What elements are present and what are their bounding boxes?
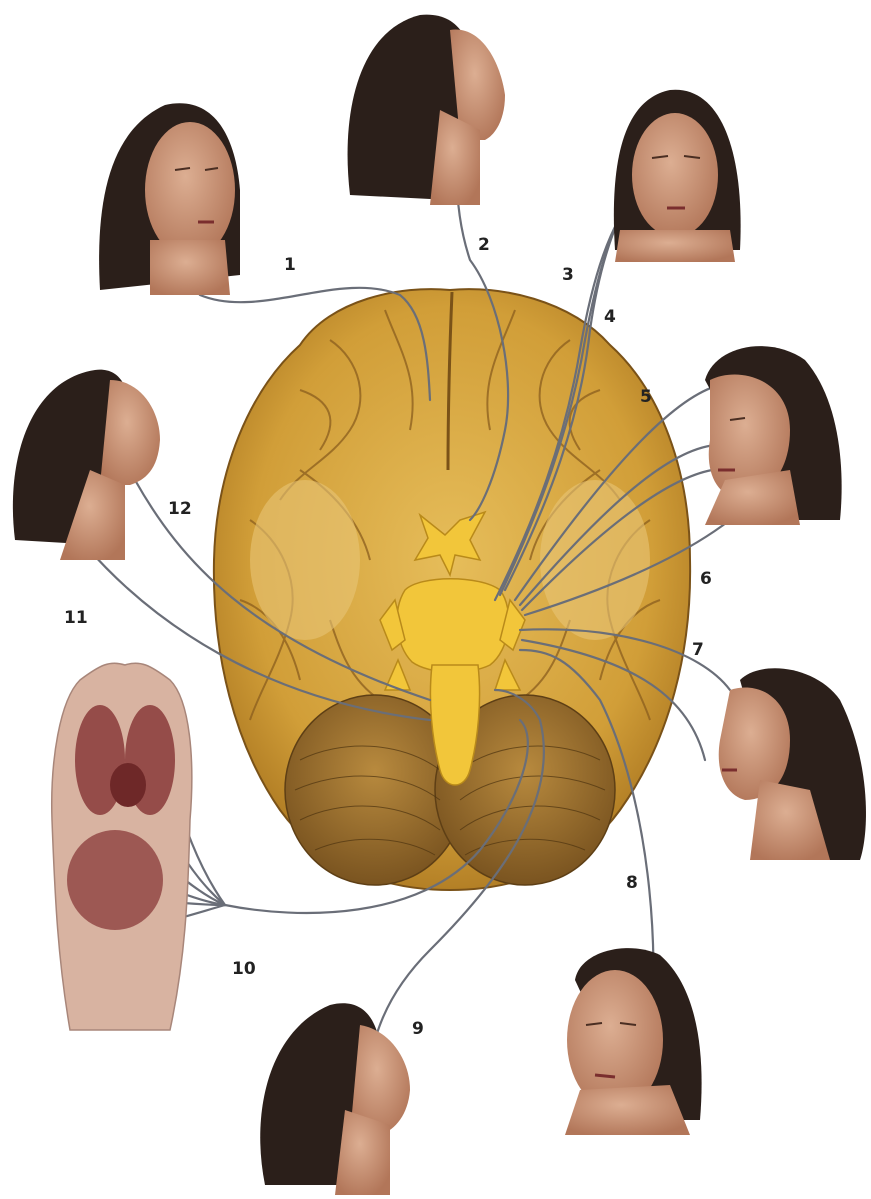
face-3 (614, 90, 741, 262)
label-3: 3 (562, 265, 574, 285)
label-2: 2 (478, 235, 490, 255)
label-11: 11 (64, 608, 88, 628)
face-7 (719, 668, 866, 860)
label-7: 7 (692, 640, 704, 660)
label-12: 12 (168, 499, 192, 519)
label-6: 6 (700, 569, 712, 589)
face-5-6 (705, 346, 842, 525)
face-2 (348, 15, 505, 205)
label-8: 8 (626, 873, 638, 893)
face-1 (99, 103, 240, 295)
left-temporal-lobe (250, 480, 360, 640)
abdominal-organs (67, 830, 163, 930)
face-11-12 (13, 370, 160, 560)
torso-10 (52, 663, 192, 1030)
label-5: 5 (640, 387, 652, 407)
face-8 (565, 948, 702, 1135)
pons (397, 579, 509, 672)
right-temporal-lobe (540, 480, 650, 640)
label-10: 10 (232, 959, 256, 979)
heart (110, 763, 146, 807)
label-1: 1 (284, 255, 296, 275)
label-4: 4 (604, 307, 616, 327)
label-9: 9 (412, 1019, 424, 1039)
brain (214, 289, 690, 890)
face-9 (260, 1003, 410, 1195)
